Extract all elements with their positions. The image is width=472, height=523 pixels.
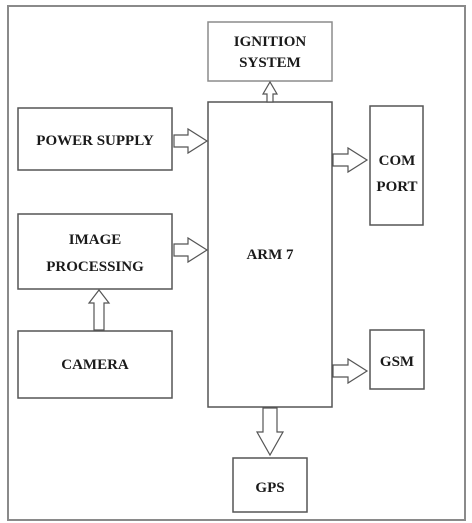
ignition-label-line1: IGNITION <box>234 34 307 50</box>
image-processing-label-line2: PROCESSING <box>46 259 144 275</box>
arm7-label: ARM 7 <box>246 247 294 263</box>
ignition-label-line2: SYSTEM <box>239 55 301 71</box>
camera-block <box>17 330 173 399</box>
arrow-arm-to-gsm <box>332 357 369 385</box>
image-processing-label-line1: IMAGE <box>69 232 122 248</box>
power-supply-label: POWER SUPPLY <box>36 133 154 149</box>
arrow-arm-to-com <box>332 146 369 174</box>
camera-label: CAMERA <box>61 357 129 373</box>
arrow-arm-to-ignition <box>261 80 279 103</box>
arrow-power-to-arm <box>173 127 209 155</box>
arrow-arm-to-gps <box>255 407 285 457</box>
com-port-block <box>369 105 424 226</box>
image-processing-block <box>17 213 173 290</box>
gps-label: GPS <box>255 480 284 496</box>
com-port-label-line2: PORT <box>376 179 417 195</box>
gsm-block <box>369 329 425 390</box>
gps-block <box>232 457 308 513</box>
arrow-camera-to-imageproc <box>87 289 111 331</box>
com-port-label-line1: COM <box>379 153 416 169</box>
ignition-system-block <box>207 21 333 82</box>
arrow-imageproc-to-arm <box>173 236 209 264</box>
outer-frame <box>7 5 466 521</box>
gsm-label: GSM <box>380 354 414 370</box>
power-supply-block <box>17 107 173 171</box>
